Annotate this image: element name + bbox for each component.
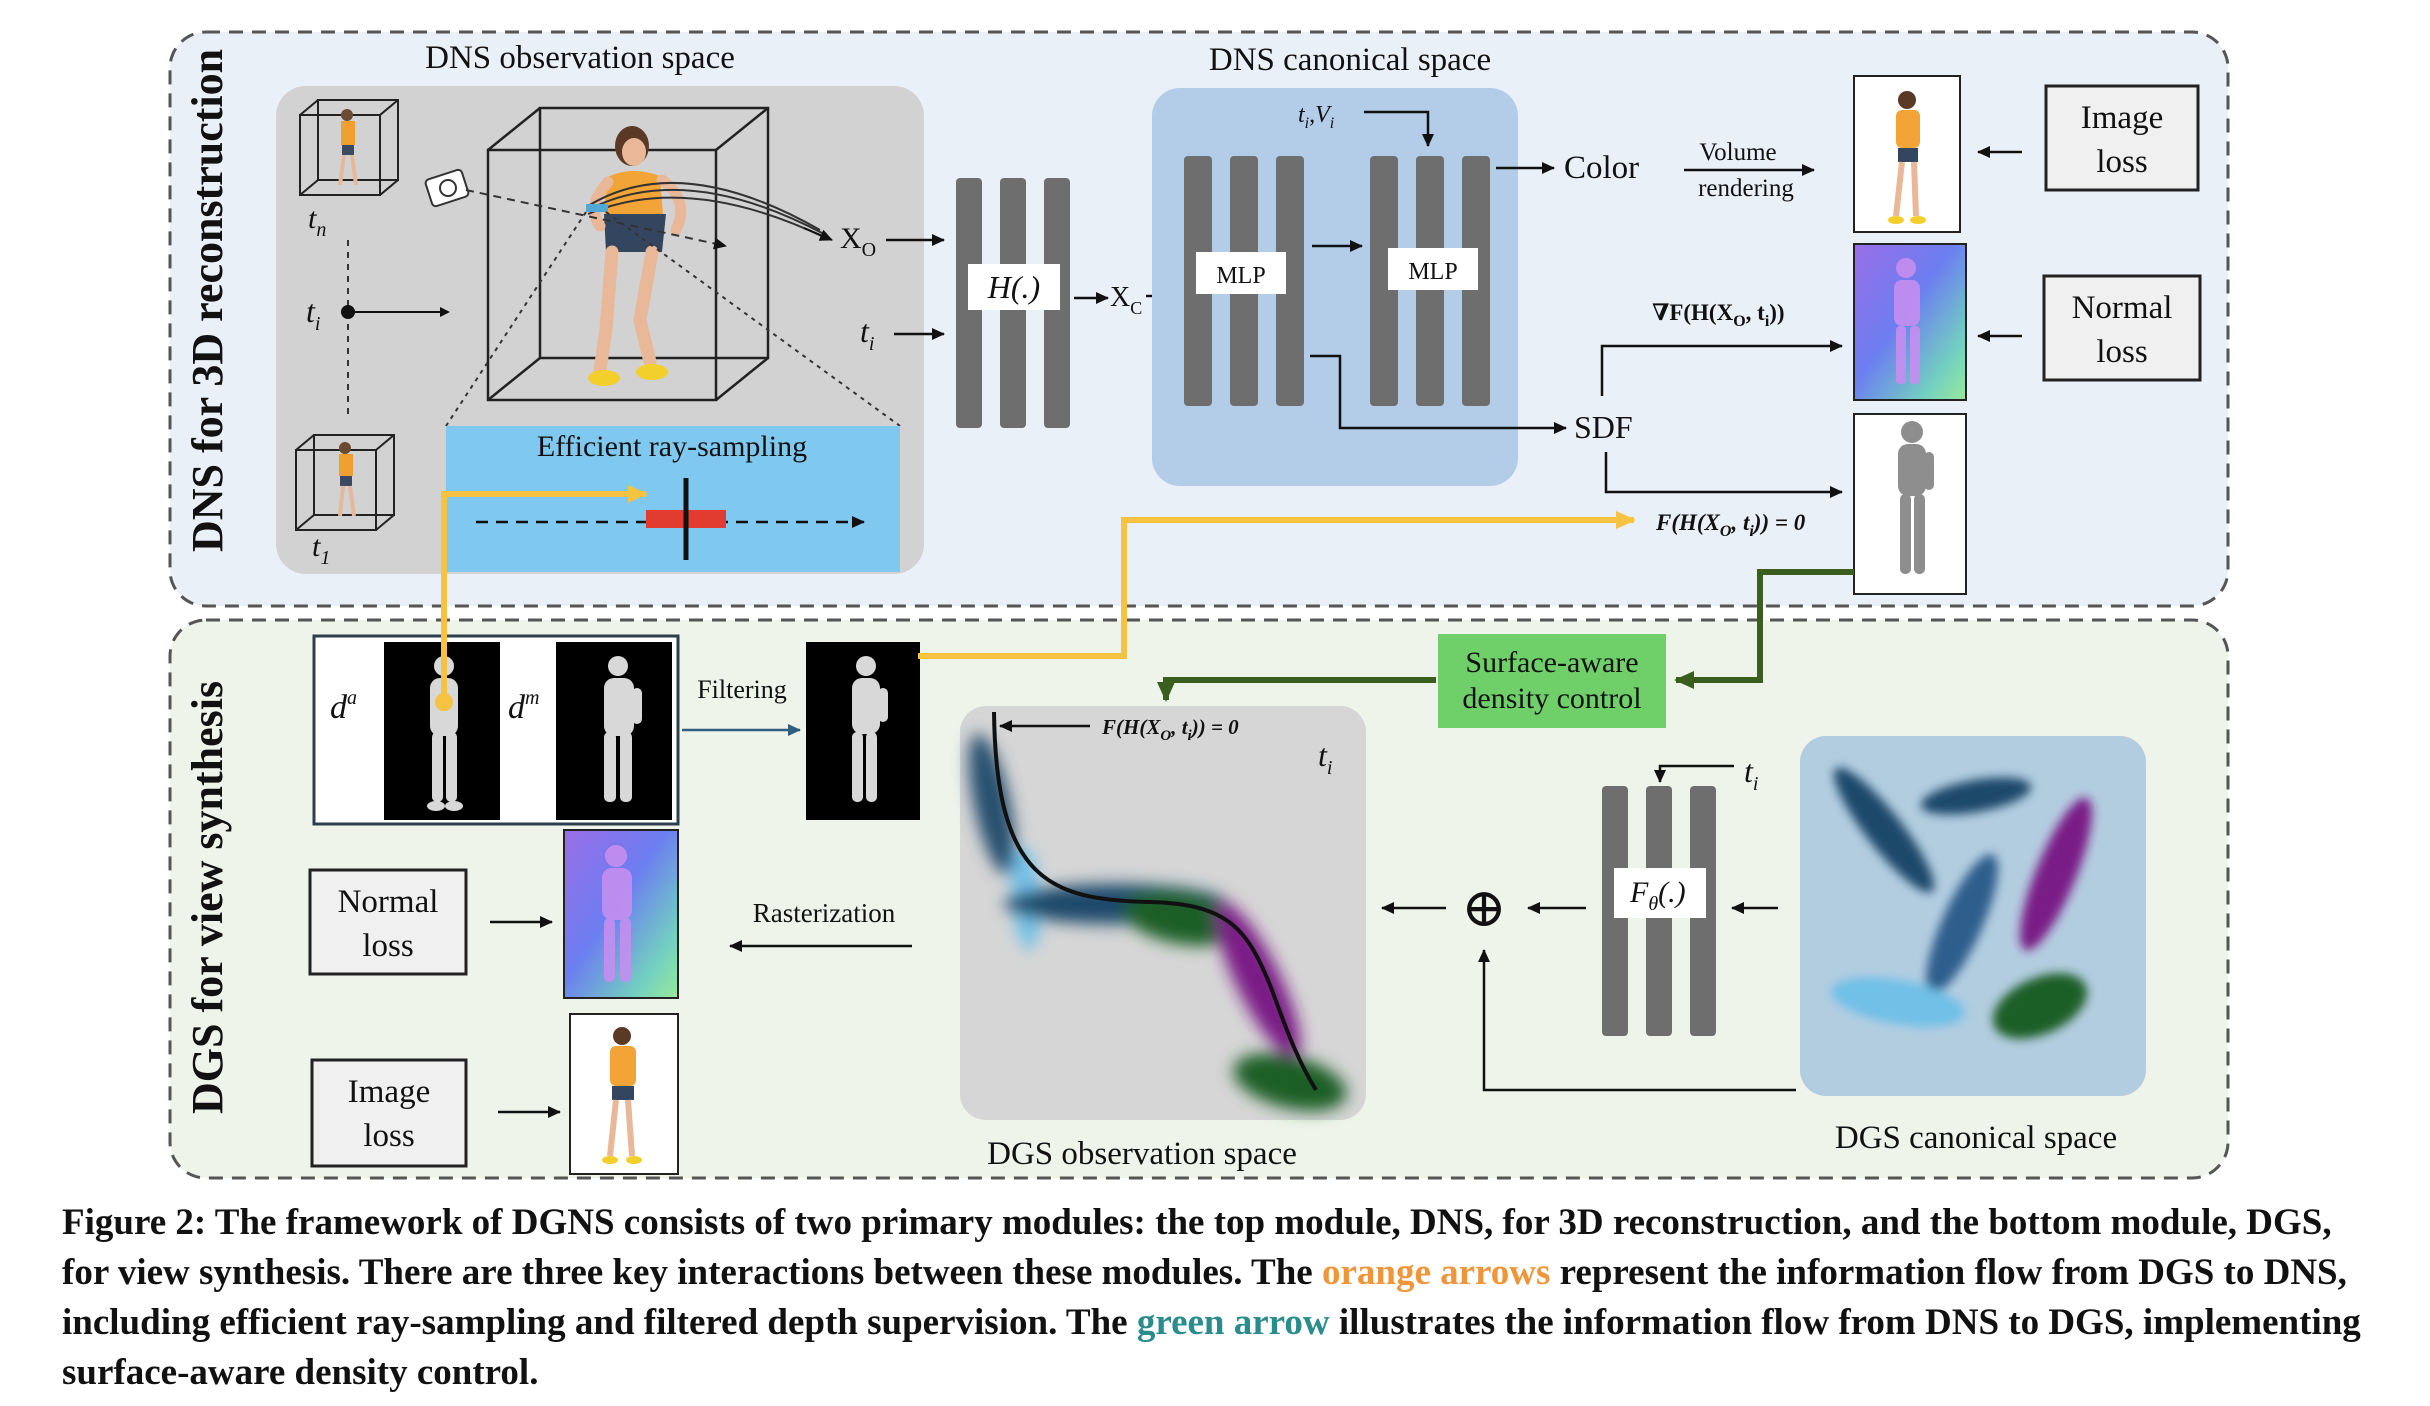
label-ti-obs: ti (306, 293, 320, 335)
green-arrow-density-control (1674, 569, 1854, 689)
gaussians-observation (968, 733, 1347, 1111)
surface-aware-line1: Surface-aware (1465, 646, 1638, 679)
normal-loss-line1-dgs: Normal (338, 884, 439, 920)
arrow-sdf-gradient (1600, 340, 1843, 396)
normal-loss-line2-dns: loss (2096, 334, 2147, 370)
normal-loss-line2-dgs: loss (362, 928, 413, 964)
ray-sampling-title: Efficient ray-sampling (537, 430, 807, 463)
label-xc: XC (1110, 282, 1142, 318)
camera-rays (465, 181, 827, 250)
surface-aware-line2: density control (1462, 682, 1641, 715)
label-ti-vi: ti,Vi (1298, 102, 1334, 132)
small-cube-tn (299, 99, 399, 196)
normal-figure (1894, 258, 1920, 384)
dns-observation-title: DNS observation space (425, 40, 735, 76)
mesh-figure (1898, 421, 1934, 574)
zoom-line-right (605, 211, 901, 427)
image-loss-line1-dgs: Image (348, 1074, 430, 1110)
camera-icon (424, 168, 470, 208)
arrow-sdf-mesh (1604, 452, 1843, 498)
h-label: H(.) (987, 269, 1040, 305)
normal-loss-line1-dns: Normal (2072, 290, 2173, 326)
image-loss-box-dgs (310, 1058, 468, 1168)
zoom-line-left (445, 211, 587, 427)
filtering-label: Filtering (697, 675, 787, 704)
zero-level-curve (992, 711, 1318, 1092)
ray-head-xo (803, 227, 833, 241)
dns-canonical-title: DNS canonical space (1209, 42, 1491, 78)
caption-green-highlight: green arrow (1136, 1302, 1330, 1343)
rasterization-label: Rasterization (753, 898, 896, 928)
mlp1-label: MLP (1216, 263, 1265, 289)
color-label: Color (1564, 150, 1639, 186)
image-loss-line2-dns: loss (2096, 144, 2147, 180)
ftheta-label-box (1614, 868, 1706, 918)
rendered-figure-dgs (602, 1027, 642, 1164)
dgs-module-label: DGS for view synthesis (183, 681, 232, 1114)
mlp2-label: MLP (1408, 259, 1457, 285)
green-arrow-to-obs (1157, 677, 1436, 702)
small-cube-t1 (295, 434, 395, 531)
label-dm: dm (508, 687, 539, 726)
zero-level-obs-label: F(H(XO, ti)) = 0 (1101, 715, 1239, 744)
dgs-canonical-title: DGS canonical space (1835, 1120, 2117, 1156)
label-ti-input: ti (860, 313, 874, 355)
figure-thumbnail-tn (338, 109, 358, 186)
orange-arrow-filtered-depth (918, 511, 1636, 659)
plus-symbol: ⊕ (1461, 878, 1506, 938)
figure-caption: Figure 2: The framework of DGNS consists… (62, 1202, 2361, 1393)
arrow-canonical-plus (1478, 949, 1796, 1092)
dgs-observation-title: DGS observation space (987, 1136, 1297, 1172)
figure-thumbnail-t1 (338, 442, 356, 517)
normal-figure-dgs (602, 845, 632, 982)
rendering-label: rendering (1698, 175, 1794, 202)
ray-sampling-box (446, 426, 900, 572)
mlp1-label-box (1196, 252, 1286, 294)
dns-module: DNS for 3D reconstruction DNS observatio… (168, 30, 2230, 608)
image-loss-box-dns (2044, 84, 2200, 192)
image-loss-line1-dns: Image (2081, 100, 2163, 136)
mlp2-label-box (1388, 248, 1478, 290)
zero-level-label: F(H(XO, ti)) = 0 (1655, 510, 1806, 540)
gradient-label: ∇F(H(XO, ti)) (1652, 300, 1785, 330)
h-label-box (968, 264, 1060, 310)
label-tn: tn (308, 202, 326, 241)
label-ti-dgs-obs: ti (1318, 737, 1332, 779)
arrow-ti-ftheta (1654, 764, 1734, 783)
sdf-label: SDF (1574, 409, 1633, 445)
label-da: da (330, 687, 357, 726)
filtered-depth-figure (852, 656, 888, 802)
volume-label: Volume (1699, 139, 1776, 166)
caption-orange-highlight: orange arrows (1321, 1252, 1551, 1293)
normal-loss-box-dgs (308, 868, 468, 976)
label-t1: t1 (312, 530, 330, 569)
gaussians-canonical (1830, 767, 2092, 1039)
surface-aware-box (1438, 634, 1666, 728)
image-loss-line2-dgs: loss (363, 1118, 414, 1154)
orange-arrow-source-dot (435, 693, 453, 711)
label-ti-ftheta: ti (1744, 753, 1758, 795)
arrow-mlp1-sdf (1310, 354, 1567, 434)
dgs-module: DGS for view synthesis da dm Filtering (168, 618, 2230, 1180)
arrow-tivi-mlp2 (1364, 110, 1434, 147)
orange-arrow-ray-sampling (441, 485, 648, 702)
normal-loss-box-dns (2042, 274, 2202, 382)
time-point-ti (341, 305, 355, 319)
label-xo: XO (840, 222, 876, 261)
sampled-points (586, 204, 608, 212)
ftheta-label: Fθ(.) (1629, 876, 1686, 915)
dns-module-label: DNS for 3D reconstruction (183, 49, 232, 552)
rendered-figure (1888, 91, 1926, 224)
depth-figure-m (604, 656, 642, 802)
